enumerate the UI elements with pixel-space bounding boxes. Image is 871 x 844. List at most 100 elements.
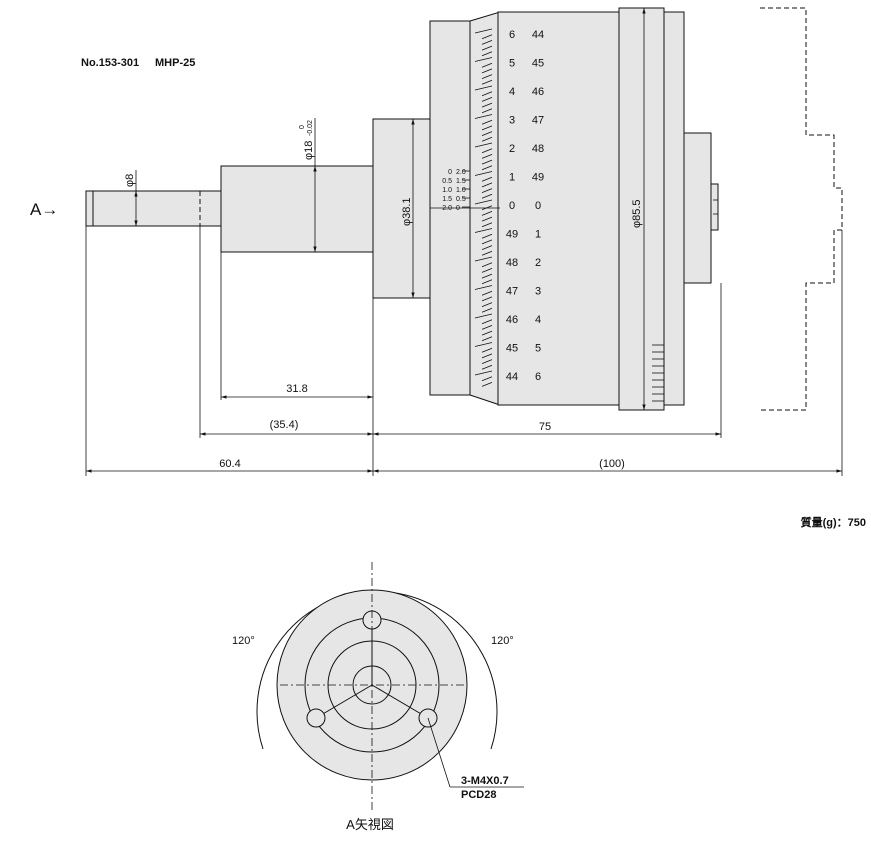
scale-tick xyxy=(474,142,493,148)
extension-lines xyxy=(85,226,843,476)
dia-stem-tol-upper: 0 xyxy=(299,125,306,129)
scale-tick xyxy=(481,245,493,250)
scale-tick xyxy=(481,74,493,79)
sleeve xyxy=(372,118,431,299)
dia-sleeve-label: φ38.1 xyxy=(401,197,413,226)
scale-right-label: 45 xyxy=(532,58,544,70)
model-number: No.153-301 xyxy=(81,57,139,69)
dim-60-4: 60.4 xyxy=(86,458,373,473)
scale-tick xyxy=(481,97,493,102)
scale-tick xyxy=(481,364,493,370)
side-view xyxy=(85,7,843,411)
scale-tick xyxy=(481,290,493,296)
scale-tick xyxy=(474,256,493,262)
mass-label: 質量(g)：750 xyxy=(801,515,866,529)
scale-left-label: 45 xyxy=(506,343,518,355)
vernier-left-label: 2.0 xyxy=(442,205,452,212)
scale-tick xyxy=(474,114,493,119)
scale-tick xyxy=(481,62,493,68)
dia-stem-tol-lower: -0.02 xyxy=(307,120,314,136)
scale-left-label: 47 xyxy=(506,286,518,298)
knob-screw xyxy=(710,183,719,231)
scale-tick xyxy=(481,330,493,336)
scale-tick xyxy=(481,216,493,222)
thimble xyxy=(497,11,621,406)
scale-tick xyxy=(474,57,493,62)
scale-tick xyxy=(481,79,493,85)
scale-tick xyxy=(481,125,493,131)
spindle xyxy=(85,190,222,227)
dim-100: (100) xyxy=(373,458,842,473)
scale-tick xyxy=(481,176,493,182)
scale-left-label: 48 xyxy=(506,257,518,269)
ratchet-ring xyxy=(618,7,665,411)
scale-tick xyxy=(481,108,493,114)
dim-75-label: 75 xyxy=(539,421,551,433)
vernier-right-label: 1.5 xyxy=(456,178,466,185)
vernier-left: 00.51.01.52.0 xyxy=(442,169,452,212)
scale-left-label: 44 xyxy=(506,371,518,383)
scale-left-label: 6 xyxy=(509,29,515,41)
dim-31-8: 31.8 xyxy=(221,383,373,399)
scale-left-label: 4 xyxy=(509,86,515,98)
scale-tick xyxy=(481,193,493,199)
dim-60-4-label: 60.4 xyxy=(219,458,240,470)
scale-right-label: 46 xyxy=(532,86,544,98)
scale-right-label: 4 xyxy=(535,314,541,326)
scale-tick xyxy=(481,296,493,302)
scale-tick xyxy=(481,165,493,171)
scale-right-label: 6 xyxy=(535,371,541,383)
angle-left-label: 120° xyxy=(232,635,255,647)
mount-hole-left xyxy=(306,708,326,728)
scale-tick xyxy=(474,199,493,205)
angle-right-label: 120° xyxy=(491,635,514,647)
vernier-left-label: 0.5 xyxy=(442,178,452,185)
scale-tick xyxy=(481,239,493,245)
pcd-label: PCD28 xyxy=(461,789,496,801)
dim-100-label: (100) xyxy=(599,458,625,470)
scale-tick xyxy=(481,136,493,142)
scale-tick xyxy=(481,302,493,307)
scale-tick xyxy=(481,211,493,216)
dia-stem-label: φ18 xyxy=(303,141,315,160)
scale-tick xyxy=(481,325,493,330)
scale-tick xyxy=(474,85,493,91)
scale-left-label: 3 xyxy=(509,115,515,127)
model-name: MHP-25 xyxy=(155,57,195,69)
scale-right-label: 48 xyxy=(532,143,544,155)
scale-tick xyxy=(481,319,493,325)
dim-35-4-label: (35.4) xyxy=(270,419,299,431)
scale-tick xyxy=(481,347,493,353)
dim-31-8-label: 31.8 xyxy=(286,383,307,395)
scale-right-label: 47 xyxy=(532,115,544,127)
dia-thimble-callout: φ85.5 xyxy=(631,8,646,410)
vernier-right-label: 2.0 xyxy=(456,169,466,176)
dia-thimble-label: φ85.5 xyxy=(631,199,643,228)
knob-phantom-outline xyxy=(760,7,843,411)
scale-tick xyxy=(474,342,493,347)
scale-tick xyxy=(481,250,493,256)
scale-tick xyxy=(481,376,493,382)
dia-spindle-callout: φ8 xyxy=(124,170,138,226)
rear-knob xyxy=(683,132,712,284)
scale-tick xyxy=(481,279,493,285)
scale-tick xyxy=(481,154,493,159)
scale-tick xyxy=(481,68,493,74)
hole-spec-label: 3-M4X0.7 xyxy=(461,775,509,787)
scale-tick xyxy=(481,353,493,359)
vernier-left-label: 1.0 xyxy=(442,187,452,194)
scale-tick xyxy=(474,228,493,233)
end-view: 3-M4X0.7 PCD28 120° 120° A矢視図 xyxy=(232,562,524,832)
scale-left-label: 49 xyxy=(506,229,518,241)
dia-sleeve-callout: φ38.1 xyxy=(401,119,415,298)
scale-tick xyxy=(481,102,493,108)
dim-35-4: (35.4) xyxy=(200,419,373,436)
end-view-caption: A矢視図 xyxy=(346,817,394,832)
scale-ticks xyxy=(430,28,500,387)
dia-stem-callout: φ18 0 -0.02 xyxy=(299,118,317,252)
scale-tick xyxy=(481,382,493,387)
scale-tick xyxy=(481,233,493,239)
